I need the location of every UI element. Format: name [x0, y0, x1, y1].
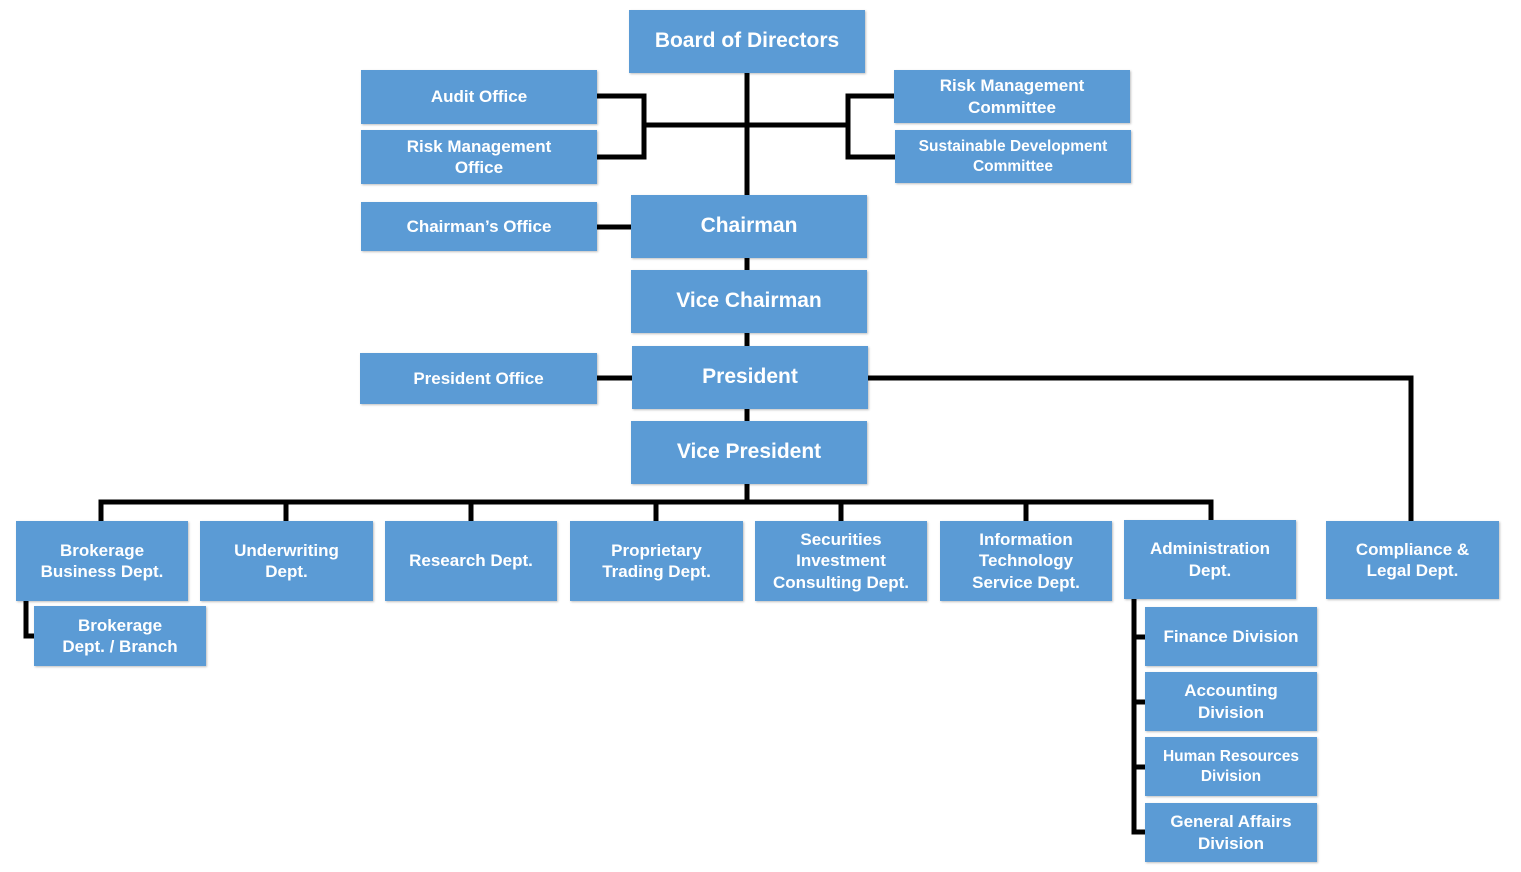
information-technology-service-dept-box: Information Technology Service Dept.	[940, 521, 1112, 601]
brokerage-dept-branch-box: Brokerage Dept. / Branch	[34, 606, 206, 666]
risk-management-office-box: Risk Management Office	[361, 130, 597, 184]
proprietary-trading-dept-box: Proprietary Trading Dept.	[570, 521, 743, 601]
human-resources-division-box: Human Resources Division	[1145, 737, 1317, 796]
general-affairs-division-box: General Affairs Division	[1145, 803, 1317, 862]
administration-dept-box: Administration Dept.	[1124, 520, 1296, 599]
audit-office-box: Audit Office	[361, 70, 597, 124]
president-box: President	[632, 346, 868, 409]
board-of-directors-box: Board of Directors	[629, 10, 865, 73]
risk-management-committee-box: Risk Management Committee	[894, 70, 1130, 123]
accounting-division-box: Accounting Division	[1145, 672, 1317, 731]
compliance-legal-dept-box: Compliance & Legal Dept.	[1326, 521, 1499, 599]
brokerage-business-dept-box: Brokerage Business Dept.	[16, 521, 188, 601]
securities-investment-consulting-dept-box: Securities Investment Consulting Dept.	[755, 521, 927, 601]
chairman-box: Chairman	[631, 195, 867, 258]
chairmans-office-box: Chairman’s Office	[361, 202, 597, 251]
research-dept-box: Research Dept.	[385, 521, 557, 601]
president-office-box: President Office	[360, 353, 597, 404]
vice-chairman-box: Vice Chairman	[631, 270, 867, 333]
underwriting-dept-box: Underwriting Dept.	[200, 521, 373, 601]
sustainable-development-committee-box: Sustainable Development Committee	[895, 130, 1131, 183]
vice-president-box: Vice President	[631, 421, 867, 484]
finance-division-box: Finance Division	[1145, 607, 1317, 666]
